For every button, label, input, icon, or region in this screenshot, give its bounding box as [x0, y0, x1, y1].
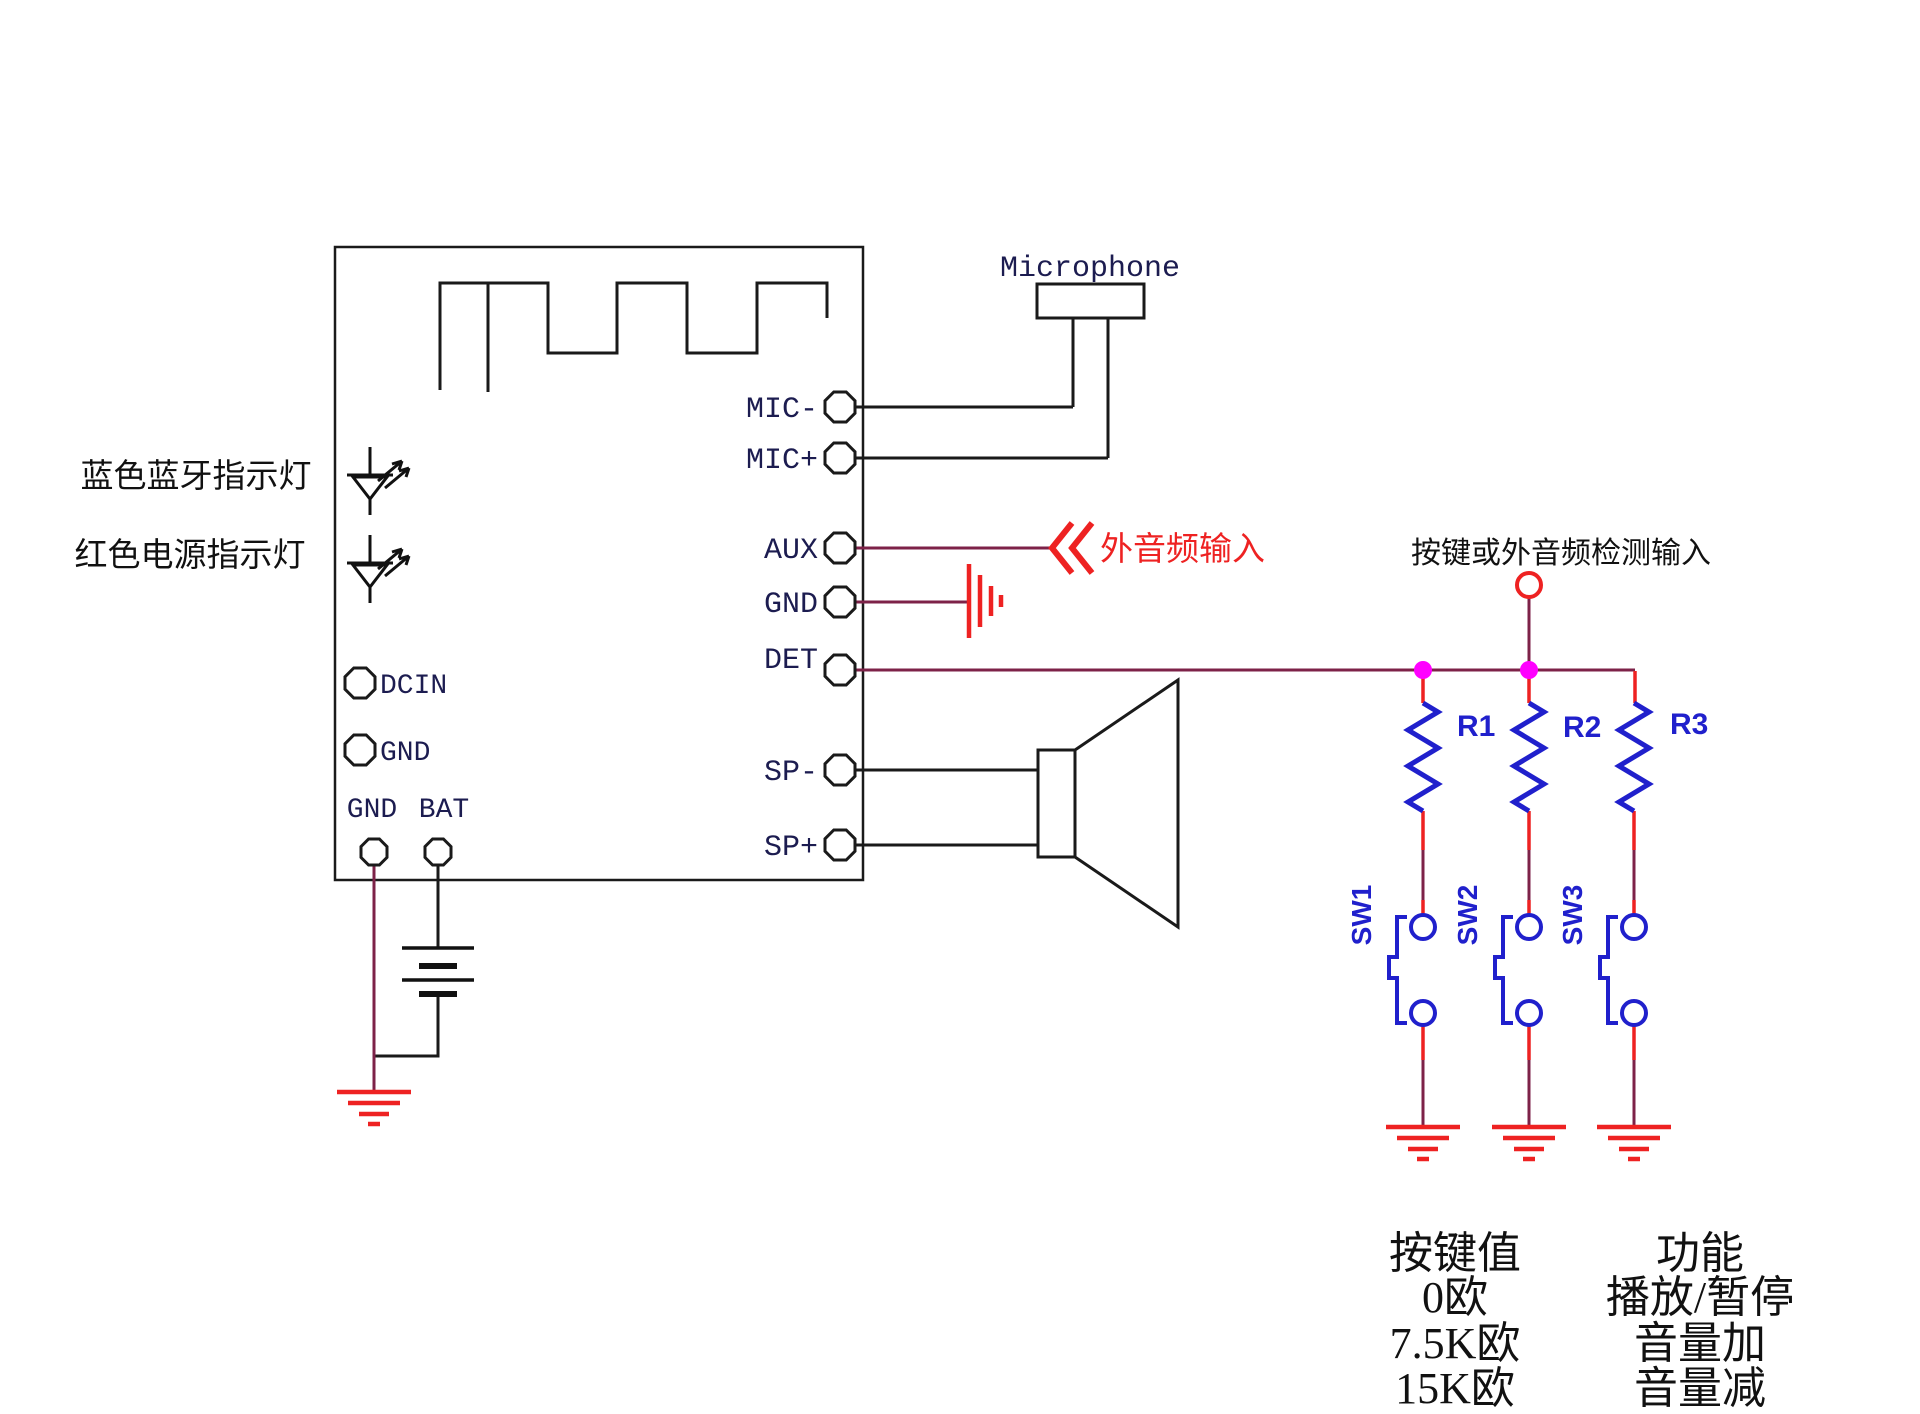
ground-sw3-icon: [1597, 1127, 1671, 1159]
pin-dcin-label: DCIN: [380, 671, 447, 702]
det-input-label: 按键或外音频检测输入: [1411, 536, 1711, 571]
double-chevron-left-icon: [1048, 521, 1095, 575]
pin-gnd-left-label: GND: [380, 738, 430, 769]
resistor-bottom-leads: [1421, 811, 1636, 850]
mic-minus-wire: [856, 318, 1075, 409]
pin-aux: [823, 531, 857, 565]
switch-top-leads: [1421, 900, 1636, 915]
pin-bat-label: BAT: [419, 795, 469, 826]
switch-sw1-label: SW1: [1346, 885, 1377, 946]
mic-plus-wire: [856, 318, 1110, 460]
pin-gnd-left: [343, 733, 377, 767]
blue-led-label: 蓝色蓝牙指示灯: [81, 456, 312, 495]
key-value-table: 按键值 功能 0欧 播放/暂停 7.5K欧 音量加 15K欧 音量减: [1389, 1229, 1794, 1413]
battery-icon: [402, 948, 474, 994]
table-header-key: 按键值: [1389, 1229, 1521, 1278]
pin-bat: [423, 837, 453, 867]
table-row3-function: 音量减: [1634, 1364, 1766, 1413]
pin-gnd-bottom-label: GND: [347, 795, 397, 826]
table-row2-value: 7.5K欧: [1390, 1319, 1521, 1368]
switch-sw2: [1493, 913, 1543, 1027]
pin-mic-minus-label: MIC-: [746, 393, 818, 427]
switch-sw3: [1598, 913, 1648, 1027]
pin-det-label: DET: [764, 644, 818, 678]
ground-sw2-icon: [1492, 1127, 1566, 1159]
table-header-function: 功能: [1656, 1229, 1744, 1278]
table-row3-value: 15K欧: [1395, 1364, 1515, 1413]
switch-sw1: [1387, 913, 1437, 1027]
pin-sp-plus: [823, 828, 857, 862]
table-row2-function: 音量加: [1634, 1319, 1766, 1368]
junction-dot: [1520, 661, 1538, 679]
ground-side-icon: [969, 564, 1001, 638]
pin-dcin: [343, 666, 377, 700]
black-wires: [374, 318, 1110, 1058]
resistor-r1-label: R1: [1457, 710, 1495, 743]
pin-gnd-bottom: [359, 837, 389, 867]
signal-wires: [372, 546, 1636, 1127]
resistor-r3: [1619, 703, 1649, 811]
pin-mic-minus: [823, 390, 857, 424]
ground-left-icon: [337, 1092, 411, 1124]
pin-aux-label: AUX: [764, 534, 818, 568]
table-row1-value: 0欧: [1422, 1273, 1488, 1322]
pin-sp-minus: [823, 753, 857, 787]
res-sw-wires: [1421, 850, 1636, 900]
sw-gnd-wires: [1421, 1060, 1636, 1127]
antenna-trace: [438, 281, 829, 392]
battery-neg-wire: [374, 994, 440, 1058]
resistor-r1: [1408, 703, 1438, 811]
resistor-r3-label: R3: [1670, 708, 1708, 741]
red-led-label: 红色电源指示灯: [75, 535, 306, 574]
microphone-label: Microphone: [1000, 252, 1180, 286]
switch-sw2-label: SW2: [1452, 885, 1483, 946]
ground-sw1-icon: [1386, 1127, 1460, 1159]
input-terminal-circle: [1515, 571, 1543, 599]
table-row1-function: 播放/暂停: [1606, 1273, 1794, 1322]
resistor-r2: [1514, 703, 1544, 811]
aux-input-label: 外音频输入: [1100, 529, 1265, 568]
switch-bottom-leads: [1421, 1026, 1636, 1060]
pin-mic-plus: [823, 441, 857, 475]
pin-sp-plus-label: SP+: [764, 831, 818, 865]
speaker-icon: [1036, 677, 1180, 930]
switch-sw3-label: SW3: [1557, 885, 1588, 946]
pin-det: [823, 653, 857, 687]
pin-gnd: [823, 585, 857, 619]
microphone-body: [1035, 282, 1146, 320]
junction-dot: [1414, 661, 1432, 679]
resistor-r2-label: R2: [1563, 711, 1601, 744]
pin-mic-plus-label: MIC+: [746, 444, 818, 478]
pin-gnd-label: GND: [764, 588, 818, 622]
pin-sp-minus-label: SP-: [764, 756, 818, 790]
